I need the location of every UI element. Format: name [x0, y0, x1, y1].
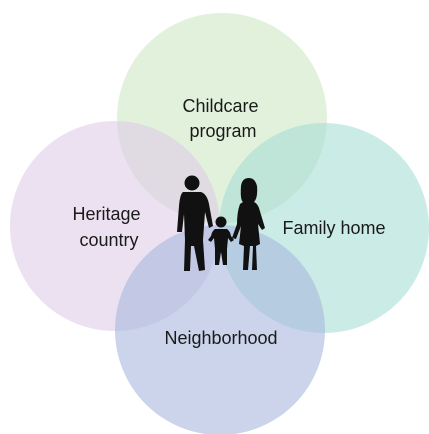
family-silhouette-icon — [177, 175, 265, 271]
mother-body — [232, 178, 265, 270]
father-head — [184, 175, 200, 191]
label-neighborhood: Neighborhood — [164, 328, 277, 348]
circle-neighborhood — [115, 225, 325, 434]
child-body — [208, 229, 234, 265]
child-head — [215, 216, 227, 228]
father-body — [177, 192, 213, 271]
label-heritage: Heritage country — [72, 204, 145, 250]
label-family-home: Family home — [282, 218, 385, 238]
label-childcare: Childcare program — [182, 96, 263, 141]
